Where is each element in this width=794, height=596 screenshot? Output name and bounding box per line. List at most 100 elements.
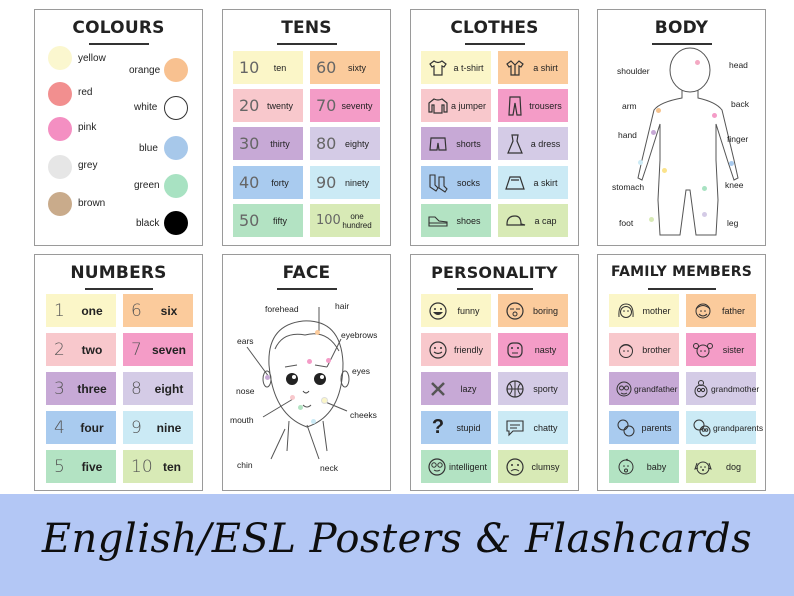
colour-label: pink — [78, 122, 97, 133]
card-number: 4 — [54, 417, 65, 438]
card-word: nine — [156, 420, 182, 435]
sister-face-icon — [691, 338, 715, 362]
colour-label: yellow — [78, 53, 106, 64]
t-shirt-icon — [426, 56, 450, 80]
card-word: shorts — [456, 138, 481, 149]
face-label-hair: hair — [335, 301, 350, 311]
card-word: grandfather — [634, 383, 678, 394]
family-card: brother — [609, 333, 679, 366]
number-card: 2 two — [46, 333, 116, 366]
card-word: two — [81, 342, 103, 357]
poster-title: FAMILY MEMBERS — [610, 264, 752, 280]
card-number: 6 — [131, 300, 142, 321]
card-word: thirty — [270, 138, 290, 149]
colour-label: red — [78, 87, 93, 98]
clothes-card: shoes — [421, 204, 491, 237]
grandfather-face-icon — [614, 377, 634, 401]
card-word: brother — [642, 344, 671, 355]
card-number: 7 — [131, 339, 142, 360]
card-word: baby — [646, 461, 667, 472]
card-word: eighty — [344, 138, 370, 149]
personality-card: friendly — [421, 333, 491, 366]
title-underline — [277, 288, 337, 290]
poster-personality: PERSONALITY funny friendly lazy ? stupid… — [410, 254, 579, 491]
colour-swatch-black — [164, 211, 188, 235]
poster-title: PERSONALITY — [431, 263, 558, 282]
card-word: ninety — [344, 177, 370, 188]
face-pointer-dot — [326, 358, 331, 363]
face-label-chin: chin — [237, 460, 253, 470]
number-card: 4 four — [46, 411, 116, 444]
card-word: dog — [725, 461, 742, 472]
trousers-icon — [503, 94, 527, 118]
body-pointer-dot — [702, 186, 707, 191]
title-underline — [652, 43, 712, 45]
personality-card: intelligent — [421, 450, 491, 483]
face-label-eyebrows: eyebrows — [341, 330, 378, 340]
body-label-knee: knee — [725, 180, 744, 190]
colour-swatch-orange — [164, 58, 188, 82]
card-word: intelligent — [448, 461, 487, 472]
dress-icon — [503, 132, 527, 156]
body-pointer-dot — [729, 161, 734, 166]
clothes-card: a shirt — [498, 51, 568, 84]
banner-title: English/ESL Posters & Flashcards — [41, 516, 753, 562]
card-word: boring — [532, 305, 559, 316]
body-pointer-dot — [638, 160, 643, 165]
card-word: trousers — [529, 100, 562, 111]
card-word: five — [81, 459, 103, 474]
number-card: 5 five — [46, 450, 116, 483]
card-number: 8 — [131, 378, 142, 399]
card-word: sister — [722, 344, 745, 355]
poster-clothes: CLOTHES a t-shirt a jumper shorts socks … — [410, 9, 579, 246]
card-number: 5 — [54, 456, 65, 477]
card-word: nasty — [534, 344, 557, 355]
card-word: forty — [271, 177, 289, 188]
cross-icon — [426, 377, 450, 401]
body-pointer-dot — [656, 108, 661, 113]
colour-label: grey — [78, 160, 98, 171]
body-label-finger: finger — [727, 134, 749, 144]
personality-card: lazy — [421, 372, 491, 405]
card-number: 9 — [131, 417, 142, 438]
card-word: twenty — [266, 100, 293, 111]
face-pointer-dot — [315, 330, 320, 335]
title-underline — [648, 288, 716, 290]
skirt-icon — [503, 171, 527, 195]
card-word: father — [721, 305, 745, 316]
socks-icon — [426, 171, 450, 195]
card-word: lazy — [460, 383, 477, 394]
poster-family-members: FAMILY MEMBERS mother brother grandfathe… — [597, 254, 766, 491]
card-word: ten — [273, 62, 287, 73]
card-number: 50 — [239, 211, 260, 230]
clothes-card: a cap — [498, 204, 568, 237]
card-number: 100 — [316, 213, 341, 228]
face-outline-drawing — [246, 307, 350, 460]
number-card: 9 nine — [123, 411, 193, 444]
card-word: seven — [151, 342, 187, 357]
colour-swatch-yellow — [48, 46, 72, 70]
cap-icon — [503, 209, 527, 233]
body-label-arm: arm — [622, 101, 637, 111]
card-number: 2 — [54, 339, 65, 360]
card-word: a t-shirt — [453, 62, 484, 73]
card-word: four — [80, 420, 104, 435]
face-pointer-dot — [298, 405, 303, 410]
card-word: grandparents — [713, 422, 764, 433]
brother-face-icon — [614, 338, 638, 362]
card-word: six — [160, 303, 178, 318]
body-label-shoulder: shoulder — [617, 66, 650, 76]
card-number: 90 — [316, 173, 337, 192]
card-word: three — [77, 381, 107, 396]
colour-swatch-green — [164, 174, 188, 198]
